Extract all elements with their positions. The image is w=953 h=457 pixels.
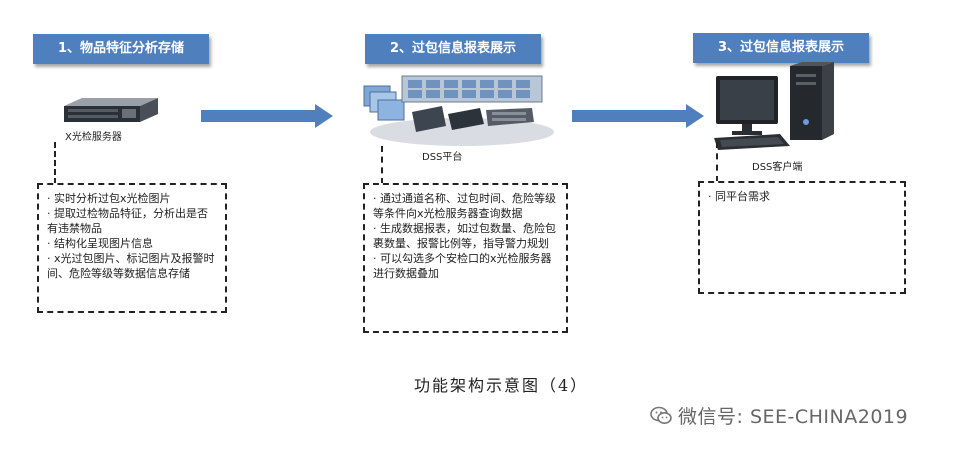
- figure-caption: 功能架构示意图（4）: [414, 376, 589, 395]
- wechat-icon: [650, 406, 672, 426]
- dss-platform-icon: [362, 72, 562, 148]
- step-1-header: 1、物品特征分析存储: [33, 34, 209, 64]
- step-1-description-box: · 实时分析过包x光检图片 · 提取过检物品特征，分析出是否有违禁物品 · 结构…: [37, 183, 227, 313]
- step-3-description-box: · 同平台需求: [698, 181, 906, 294]
- dss-client-label: DSS客户端: [752, 162, 803, 173]
- step-2-item: · 可以勾选多个安检口的x光检服务器进行数据叠加: [373, 252, 552, 280]
- connector-step-1: [54, 142, 56, 184]
- connector-step-2: [381, 146, 383, 184]
- step-1-item: · 实时分析过包x光检图片: [47, 192, 171, 205]
- watermark: 微信号: SEE-CHINA2019: [650, 402, 908, 429]
- x-ray-server-label: X光检服务器: [65, 132, 122, 143]
- x-ray-server-icon: [60, 96, 160, 130]
- step-3-header: 3、过包信息报表展示: [693, 33, 869, 63]
- step-2-item: · 通过通道名称、过包时间、危险等级等条件向x光检服务器查询数据: [373, 192, 556, 220]
- dss-client-computer-icon: [708, 62, 842, 152]
- step-2-item: · 生成数据报表，如过包数量、危险包裹数量、报警比例等，指导警力规划: [373, 222, 556, 250]
- step-3-item: · 同平台需求: [708, 190, 770, 203]
- arrow-step1-to-step2: [201, 104, 333, 128]
- watermark-text: 微信号: SEE-CHINA2019: [678, 406, 909, 428]
- step-2-description-box: · 通过通道名称、过包时间、危险等级等条件向x光检服务器查询数据 · 生成数据报…: [363, 183, 568, 333]
- connector-step-3: [716, 142, 718, 182]
- arrow-step2-to-step3: [572, 104, 704, 128]
- step-2-header: 2、过包信息报表展示: [365, 34, 541, 64]
- step-1-item: · 结构化呈现图片信息: [47, 237, 153, 250]
- dss-platform-label: DSS平台: [422, 152, 463, 163]
- step-1-item: · 提取过检物品特征，分析出是否有违禁物品: [47, 207, 208, 235]
- step-1-item: · x光过包图片、标记图片及报警时间、危险等级等数据信息存储: [47, 252, 215, 280]
